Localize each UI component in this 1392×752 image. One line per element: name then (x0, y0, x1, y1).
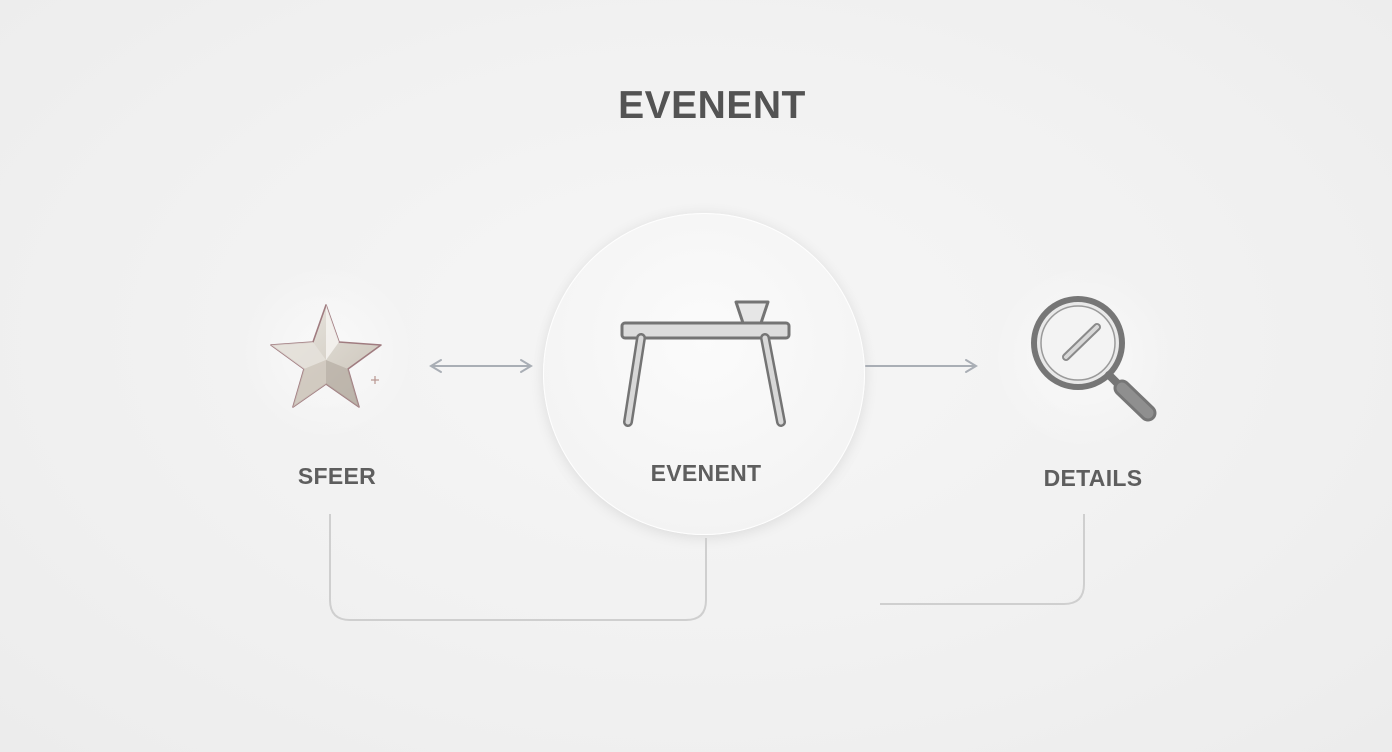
node-label-details: DETAILS (1043, 465, 1143, 491)
center-node-circle (543, 213, 865, 535)
right-arrow (865, 359, 978, 373)
table-icon (620, 300, 791, 427)
magnifier-icon (1031, 296, 1157, 422)
bidirectional-arrow (429, 359, 533, 373)
star-icon (270, 304, 382, 408)
node-label-sfeer: SFEER (297, 463, 377, 489)
bracket-connector (329, 514, 707, 621)
diagram-title: EVENENT (618, 84, 806, 127)
details-connector (880, 514, 1085, 605)
node-label-evenent: EVENENT (650, 460, 762, 486)
